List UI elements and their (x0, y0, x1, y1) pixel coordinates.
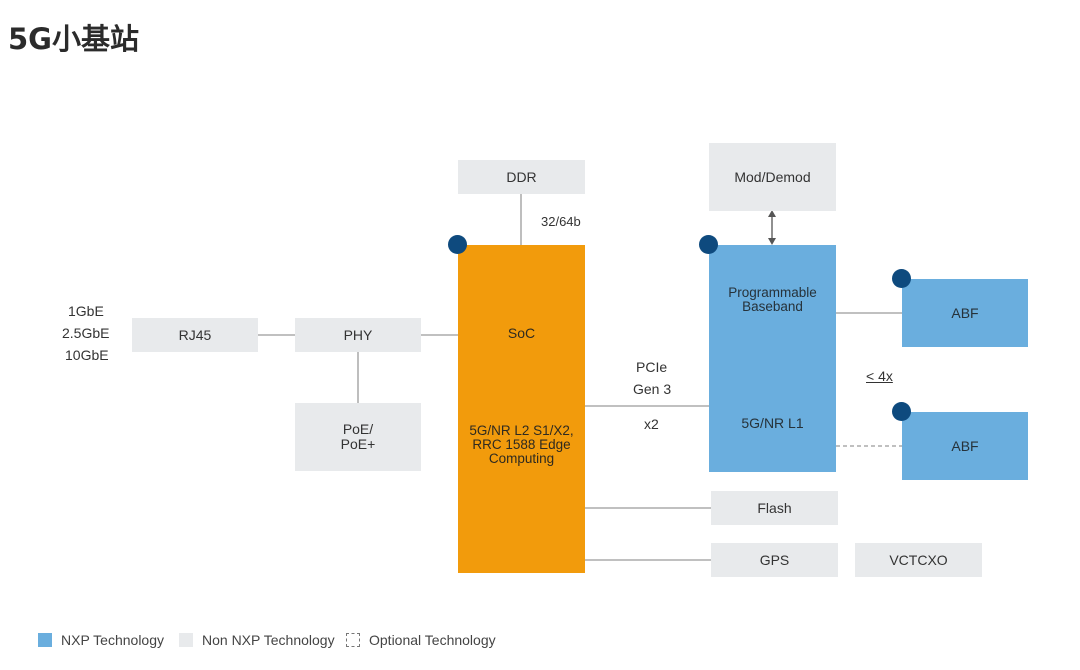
legend-non-nxp-label: Non NXP Technology (202, 632, 335, 648)
baseband-block: Programmable Baseband 5G/NR L1 (709, 245, 836, 472)
pcie-label: PCIe (636, 359, 668, 375)
legend-nxp: NXP Technology (38, 632, 164, 648)
abf-block-1: ABF (902, 279, 1028, 347)
soc-title: SoC (507, 325, 536, 341)
poe-label-line2: PoE+ (340, 436, 376, 452)
page-title: 5G小基站 (8, 22, 139, 56)
nxp-dot-baseband (699, 235, 718, 254)
ddr-width-label: 32/64b (541, 214, 581, 229)
legend-optional-label: Optional Technology (369, 632, 496, 648)
soc-desc-line1: 5G/NR L2 S1/X2, (469, 423, 574, 438)
legend-nxp-swatch (38, 633, 52, 647)
abf-block-2: ABF (902, 412, 1028, 480)
vctcxo-block: VCTCXO (855, 543, 982, 577)
abf-count-label: < 4x (866, 368, 893, 384)
baseband-label-line1: Programmable (728, 285, 817, 300)
arrowhead-up (768, 210, 776, 217)
pcie-lanes-label: x2 (644, 416, 659, 432)
legend-nxp-label: NXP Technology (61, 632, 164, 648)
poe-label-line1: PoE/ (342, 421, 374, 438)
phy-block: PHY (295, 318, 421, 352)
baseband-l1-label: 5G/NR L1 (741, 415, 804, 431)
nxp-dot-soc (448, 235, 467, 254)
speed-10gbe: 10GbE (65, 347, 109, 363)
flash-block: Flash (711, 491, 838, 525)
legend-non-nxp: Non NXP Technology (179, 632, 335, 648)
speed-1gbe: 1GbE (68, 303, 104, 319)
ddr-block: DDR (458, 160, 585, 194)
arrowhead-down (768, 238, 776, 245)
legend-optional-swatch (346, 633, 360, 647)
soc-block: SoC 5G/NR L2 S1/X2, RRC 1588 Edge Comput… (458, 245, 585, 573)
nxp-dot-abf-1 (892, 269, 911, 288)
speed-2-5gbe: 2.5GbE (62, 325, 110, 341)
rj45-block: RJ45 (132, 318, 258, 352)
legend-non-nxp-swatch (179, 633, 193, 647)
poe-block: PoE/ PoE+ (295, 403, 421, 471)
soc-desc-line2: RRC 1588 Edge (472, 437, 571, 452)
pcie-gen-label: Gen 3 (633, 381, 672, 397)
legend-optional: Optional Technology (346, 632, 496, 648)
mod-demod-block: Mod/Demod (709, 143, 836, 211)
soc-desc-line3: Computing (488, 451, 555, 466)
baseband-label-line2: Baseband (742, 299, 803, 314)
gps-block: GPS (711, 543, 838, 577)
nxp-dot-abf-2 (892, 402, 911, 421)
